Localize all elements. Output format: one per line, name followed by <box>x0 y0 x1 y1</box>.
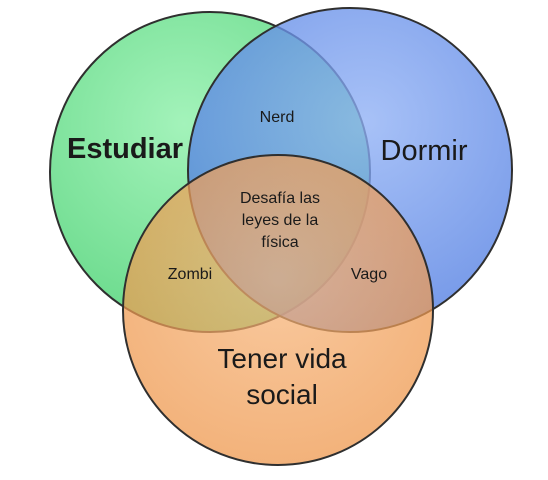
circle-tener-vida-social <box>122 154 434 466</box>
label-center-line2: leyes de la <box>242 212 319 229</box>
label-estudiar: Estudiar <box>67 133 183 165</box>
label-center-line1: Desafía las <box>240 190 320 207</box>
label-tener-vida-social-line2: social <box>246 379 318 410</box>
label-zombi: Zombi <box>168 266 212 283</box>
label-center-line3: física <box>261 234 298 251</box>
label-tener-vida-social-line1: Tener vida <box>217 343 347 374</box>
label-vago: Vago <box>351 266 387 283</box>
label-dormir: Dormir <box>381 135 468 167</box>
label-nerd: Nerd <box>260 109 295 126</box>
